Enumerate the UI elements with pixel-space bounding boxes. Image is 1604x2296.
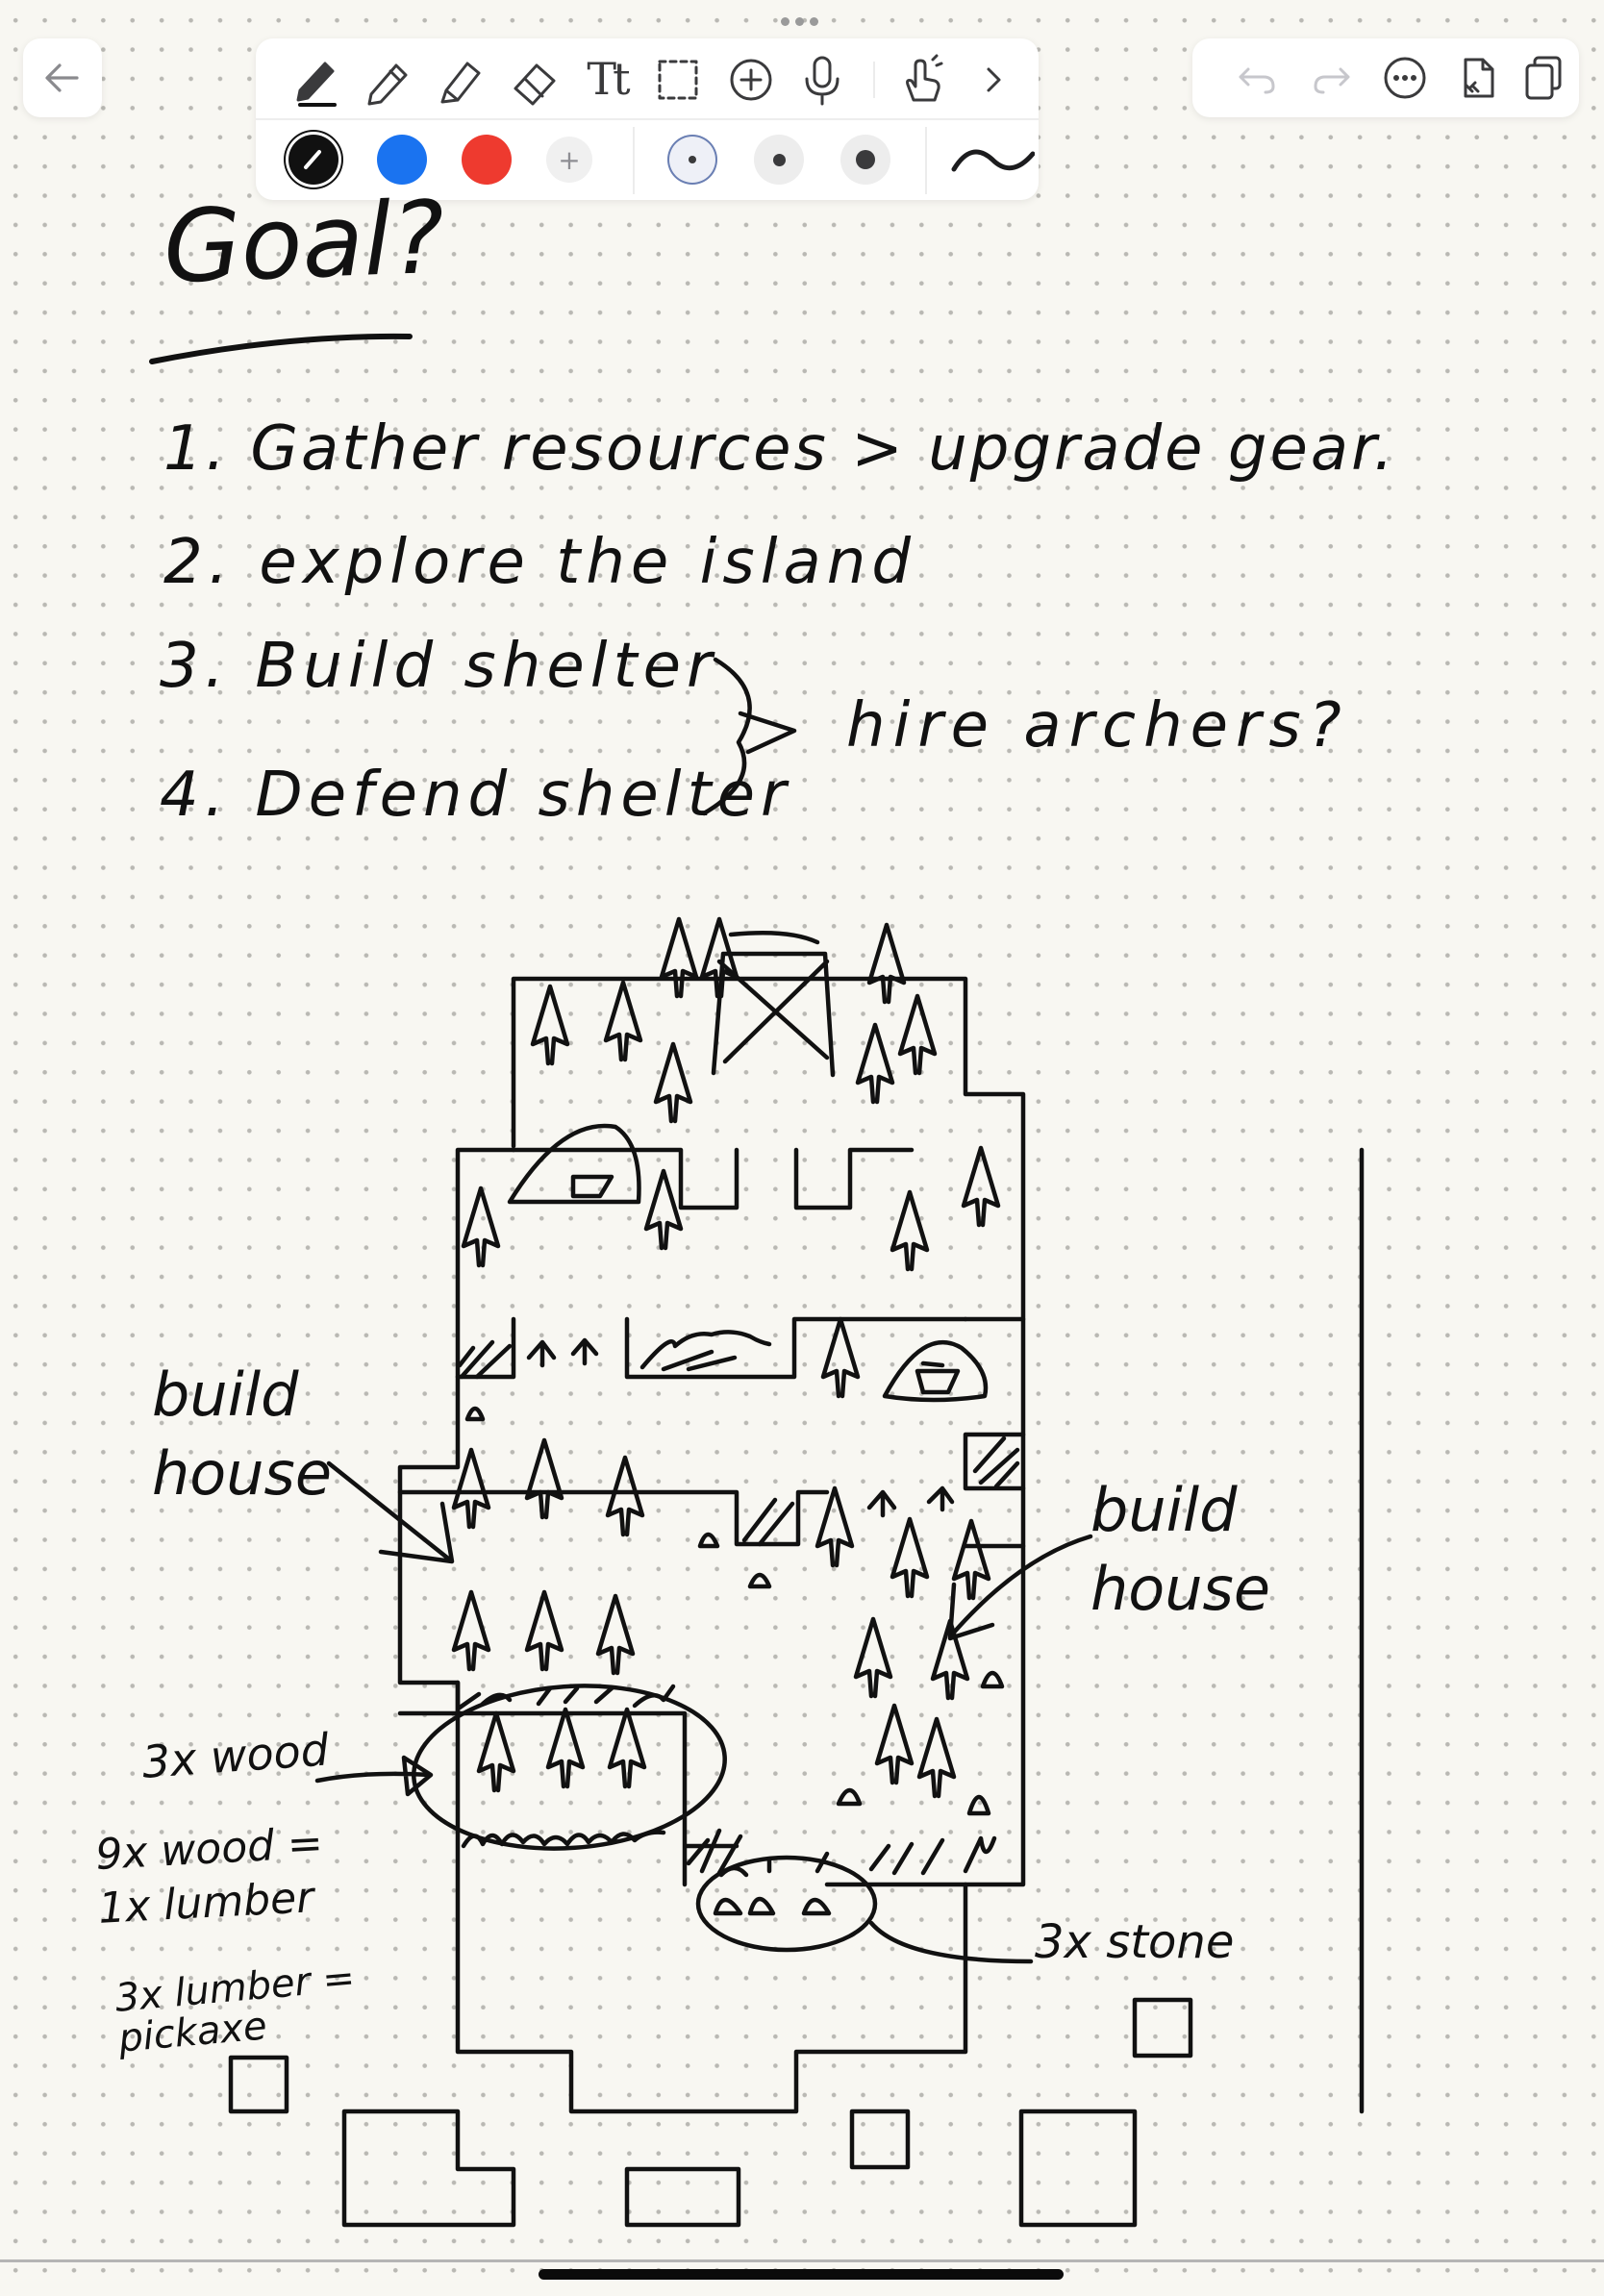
bottom-box [1135,2000,1190,2056]
bottom-box [627,2169,739,2225]
bottom-l-shape [344,2111,514,2225]
bottom-box [852,2111,908,2167]
heading-underline [152,337,410,362]
hatch-marks [975,1438,1017,1486]
home-indicator[interactable] [539,2269,1064,2280]
arrow-wood [317,1758,431,1794]
page-bottom-edge [0,2259,1604,2262]
dome-shrub [885,1342,986,1400]
hatch-marks [460,1342,510,1377]
arrow-build-house-right [950,1536,1090,1638]
bracket-stroke [704,660,750,813]
bottom-box [1021,2111,1135,2225]
dome-shrub [510,1126,639,1202]
arrow-build-house-left [329,1463,452,1561]
stone-leader-line [871,1923,1031,1961]
hatch-marks [642,1332,769,1369]
hatch-marks [744,1500,792,1544]
bottom-box [231,2058,287,2111]
rock-marks [467,1340,1002,1913]
hatch-marks [871,1838,994,1873]
